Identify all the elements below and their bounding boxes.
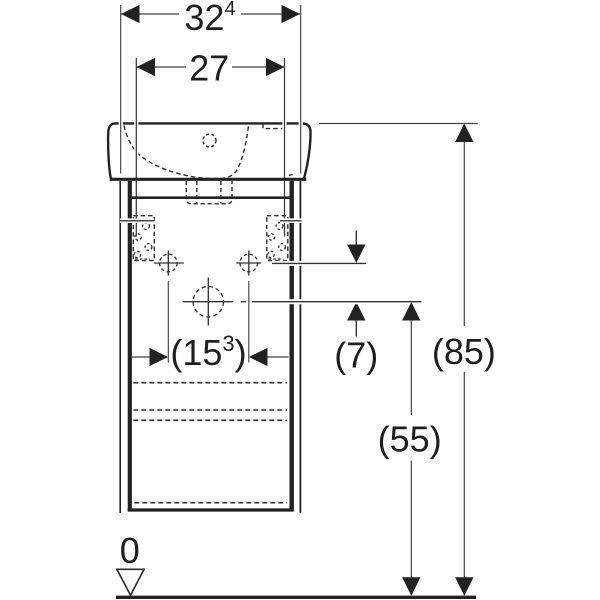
svg-text:(153): (153) — [170, 331, 246, 373]
svg-text:0: 0 — [120, 530, 140, 571]
svg-text:(85): (85) — [432, 331, 496, 372]
svg-text:27: 27 — [189, 48, 229, 89]
svg-text:(55): (55) — [378, 418, 442, 459]
svg-text:(7): (7) — [334, 334, 378, 375]
